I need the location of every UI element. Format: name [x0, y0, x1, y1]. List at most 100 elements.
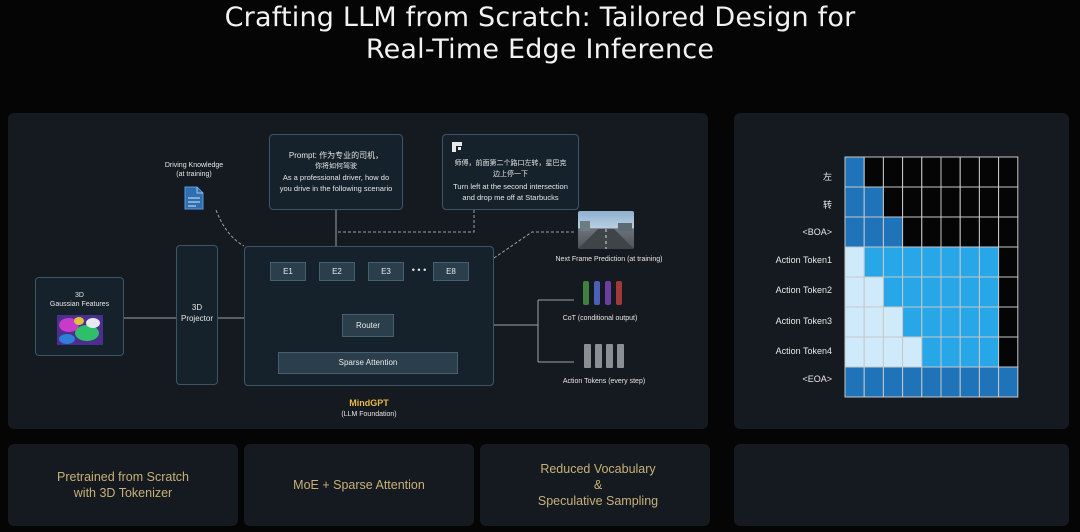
matrix-row-label: 左	[823, 170, 832, 183]
matrix-row-label: <BOA>	[802, 227, 832, 237]
feature-vocabulary-line-2: &	[480, 478, 716, 493]
matrix-cell	[864, 367, 883, 397]
prompt-line-4: you drive in the following scenario	[269, 183, 403, 194]
matrix-cell	[922, 277, 941, 307]
matrix-cell	[845, 247, 864, 277]
matrix-cell	[922, 337, 941, 367]
feature-card-pretrained	[8, 444, 238, 526]
cot-token-2	[594, 281, 600, 305]
matrix-cell	[845, 217, 864, 247]
gaussian-features-image	[57, 315, 103, 345]
matrix-cell	[999, 337, 1018, 367]
matrix-grid	[845, 157, 1018, 397]
sparse-attention-block: Sparse Attention	[278, 352, 458, 374]
matrix-cell	[960, 307, 979, 337]
feature-pretrained-line-2: with 3D Tokenizer	[8, 486, 238, 501]
matrix-cell	[883, 307, 902, 337]
matrix-cell	[941, 367, 960, 397]
document-icon	[184, 186, 204, 210]
matrix-cell	[883, 217, 902, 247]
matrix-cell	[979, 277, 998, 307]
matrix-cell	[979, 307, 998, 337]
matrix-cell	[845, 157, 864, 187]
matrix-cell	[941, 157, 960, 187]
action-token-bar-3	[606, 344, 613, 368]
matrix-cell	[941, 337, 960, 367]
matrix-cell	[903, 307, 922, 337]
expert-e1: E1	[270, 262, 306, 281]
feature-vocabulary-line-1: Reduced Vocabulary	[480, 462, 716, 477]
projector-label-1: 3D	[176, 302, 218, 313]
mindgpt-sublabel: (LLM Foundation)	[319, 409, 419, 420]
matrix-cell	[979, 247, 998, 277]
matrix-row-label: 转	[823, 198, 832, 211]
matrix-cell	[922, 307, 941, 337]
expert-e8: E8	[433, 262, 469, 281]
matrix-cell	[903, 187, 922, 217]
matrix-cell	[979, 157, 998, 187]
matrix-cell	[903, 157, 922, 187]
prompt-line-3: As a professional driver, how do	[269, 172, 403, 183]
matrix-cell	[941, 217, 960, 247]
matrix-cell	[903, 337, 922, 367]
matrix-cell	[864, 187, 883, 217]
action-token-bar-2	[595, 344, 602, 368]
prompt-line-2: 你将如何驾驶	[269, 161, 403, 172]
router: Router	[342, 314, 394, 337]
matrix-cell	[864, 157, 883, 187]
matrix-cell	[922, 217, 941, 247]
matrix-cell	[960, 187, 979, 217]
action-tokens-label: Action Tokens (every step)	[548, 376, 660, 387]
matrix-cell	[979, 367, 998, 397]
matrix-cell	[864, 337, 883, 367]
gaussian-label-2: Gaussian Features	[35, 299, 124, 310]
matrix-cell	[979, 187, 998, 217]
matrix-cell	[999, 247, 1018, 277]
prompt-line-1: Prompt: 作为专业的司机，	[269, 150, 403, 161]
matrix-cell	[903, 217, 922, 247]
matrix-cell	[864, 307, 883, 337]
matrix-cell	[845, 187, 864, 217]
instruction-line-2: 边上停一下	[442, 169, 579, 180]
cot-token-1	[583, 281, 589, 305]
matrix-cell	[883, 337, 902, 367]
matrix-cell	[864, 247, 883, 277]
matrix-cell	[903, 277, 922, 307]
next-frame-image	[578, 211, 634, 249]
matrix-cell	[941, 187, 960, 217]
matrix-cell	[999, 277, 1018, 307]
instruction-line-4: and drop me off at Starbucks	[442, 192, 579, 203]
driving-knowledge-sublabel: (at training)	[152, 169, 236, 180]
expert-ellipsis: • • •	[406, 265, 432, 276]
next-frame-label: Next Frame Prediction (at training)	[546, 254, 672, 265]
matrix-cell	[941, 247, 960, 277]
voice-logo-icon	[451, 141, 463, 153]
matrix-cell	[922, 247, 941, 277]
matrix-cell	[979, 217, 998, 247]
matrix-cell	[864, 277, 883, 307]
feature-moe: MoE + Sparse Attention	[244, 478, 474, 493]
matrix-cell	[999, 157, 1018, 187]
feature-vocabulary-line-3: Speculative Sampling	[480, 494, 716, 509]
matrix-cell	[845, 337, 864, 367]
matrix-cell	[922, 157, 941, 187]
matrix-cell	[960, 277, 979, 307]
matrix-cell	[960, 367, 979, 397]
matrix-cell	[922, 367, 941, 397]
matrix-cell	[864, 217, 883, 247]
instruction-line-3: Turn left at the second intersection	[442, 181, 579, 192]
matrix-cell	[883, 157, 902, 187]
matrix-cell	[999, 367, 1018, 397]
projector-label-2: Projector	[176, 313, 218, 324]
matrix-row-label: <EOA>	[802, 374, 832, 384]
mindgpt-label: MindGPT	[319, 398, 419, 409]
expert-e3: E3	[368, 262, 404, 281]
matrix-row-label: Action Token3	[776, 316, 832, 326]
instruction-line-1: 师傅，前面第二个路口左转，星巴克	[442, 158, 579, 169]
matrix-cell	[999, 217, 1018, 247]
cot-token-3	[605, 281, 611, 305]
matrix-cell	[960, 217, 979, 247]
feature-pretrained-line-1: Pretrained from Scratch	[8, 470, 238, 485]
matrix-cell	[883, 367, 902, 397]
cot-token-4	[616, 281, 622, 305]
